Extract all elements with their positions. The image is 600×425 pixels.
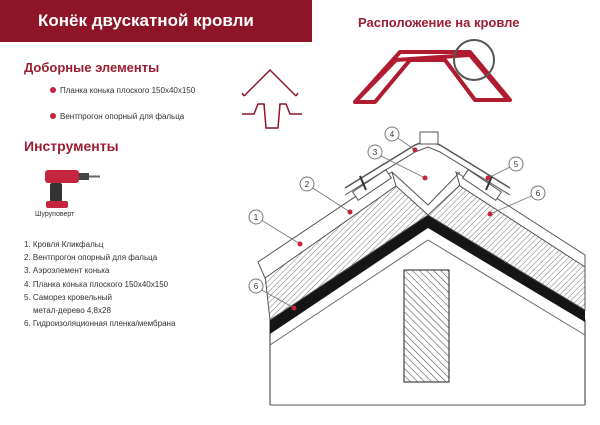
legend-item: 3. Аэроэлемент конька: [24, 266, 110, 276]
title-banner: Конёк двускатной кровли: [0, 0, 312, 42]
legend-item: 1. Кровля Кликфальц: [24, 240, 104, 249]
legend-item: 4. Планка конька плоского 150х40х150: [24, 279, 169, 289]
screwdriver-icon: [45, 170, 100, 208]
ridge-post: [403, 269, 450, 383]
ridge-plank-icon: [241, 68, 299, 97]
callout-3-circle: 3: [367, 144, 383, 160]
callout-label: 2: [305, 180, 310, 189]
callout-label: 6: [536, 189, 541, 198]
callout-label: 3: [373, 148, 378, 157]
callout-label: 6: [254, 282, 259, 291]
legend-list: 1. Кровля Кликфальц 2. Вентпрогон опорны…: [24, 238, 175, 330]
callout-markers: [291, 147, 493, 311]
callout-1-circle: 1: [248, 209, 264, 225]
location-title: Расположение на кровле: [358, 15, 520, 30]
callout-6-circle-right: 6: [530, 185, 546, 201]
legend-item: 6. Гидроизоляционная пленка/мембрана: [24, 319, 176, 329]
vent-run-icon: [242, 103, 302, 129]
bullet-icon: [50, 113, 56, 119]
callout-4-circle: 4: [384, 126, 400, 142]
callout-6-circle-left: 6: [248, 278, 264, 294]
extra-item-vent-run: Вентпрогон опорный для фальца: [60, 112, 185, 121]
ridge-cross-section: [257, 131, 586, 406]
extra-item-ridge-plank: Планка конька плоского 150х40х150: [60, 86, 196, 95]
legend-item: метал-дерево 4,8х28: [33, 306, 111, 316]
ridge-highlight-circle: [453, 39, 495, 81]
extra-elements-heading: Доборные элементы: [24, 60, 160, 75]
callout-label: 1: [254, 213, 259, 222]
page-title: Конёк двускатной кровли: [38, 11, 254, 30]
callout-5-circle: 5: [508, 156, 524, 172]
bullet-icon: [50, 87, 56, 93]
roof-location-sketch: [353, 39, 512, 104]
tools-heading: Инструменты: [24, 138, 119, 154]
callout-2-circle: 2: [299, 176, 315, 192]
legend-item: 2. Вентпрогон опорный для фальца: [24, 253, 158, 263]
callout-label: 5: [514, 160, 519, 169]
tool-caption: Шуруповерт: [35, 211, 75, 218]
callout-label: 4: [390, 130, 395, 139]
legend-item: 5. Саморез кровельный: [24, 292, 112, 302]
